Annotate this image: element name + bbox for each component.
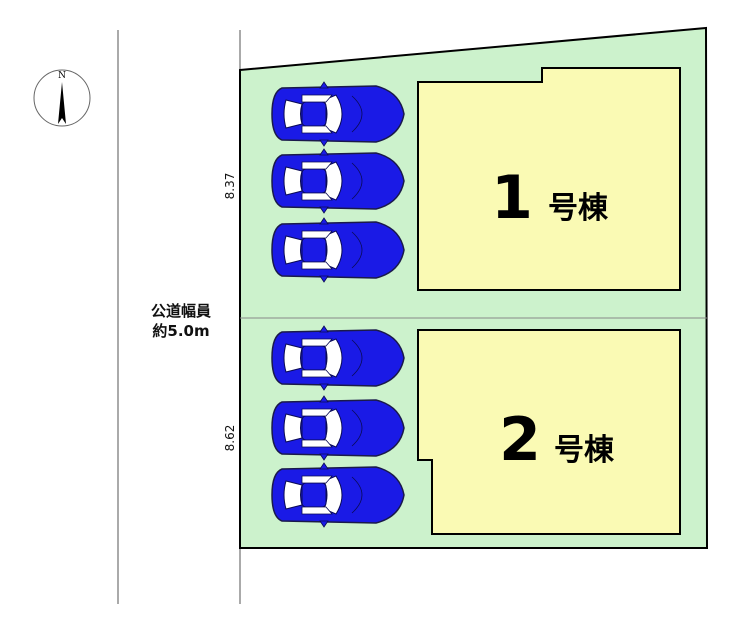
- frontage-dimension-lower: 8.62: [223, 425, 237, 452]
- building-1-label: 号棟: [548, 191, 609, 226]
- north-compass: N: [33, 69, 91, 127]
- building-2-number: 2: [499, 405, 541, 475]
- building-2: 2 号棟: [417, 329, 681, 535]
- road-label: 公道幅員 約5.0m: [151, 302, 211, 340]
- north-label: N: [58, 71, 66, 81]
- building-1: 1 号棟: [417, 67, 681, 291]
- building-2-footprint: [417, 329, 681, 535]
- north-arrow-icon: [58, 82, 66, 124]
- car-icon: [271, 81, 405, 147]
- car-icon: [271, 462, 405, 528]
- road-label-line2: 約5.0m: [152, 322, 209, 340]
- building-2-label: 号棟: [554, 433, 615, 468]
- car-icon: [271, 395, 405, 461]
- building-1-footprint: [417, 67, 681, 291]
- frontage-dimension-upper: 8.37: [223, 173, 237, 200]
- car-icon: [271, 217, 405, 283]
- building-1-number: 1: [491, 163, 533, 233]
- road-label-line1: 公道幅員: [151, 302, 211, 320]
- car-icon: [271, 325, 405, 391]
- car-icon: [271, 148, 405, 214]
